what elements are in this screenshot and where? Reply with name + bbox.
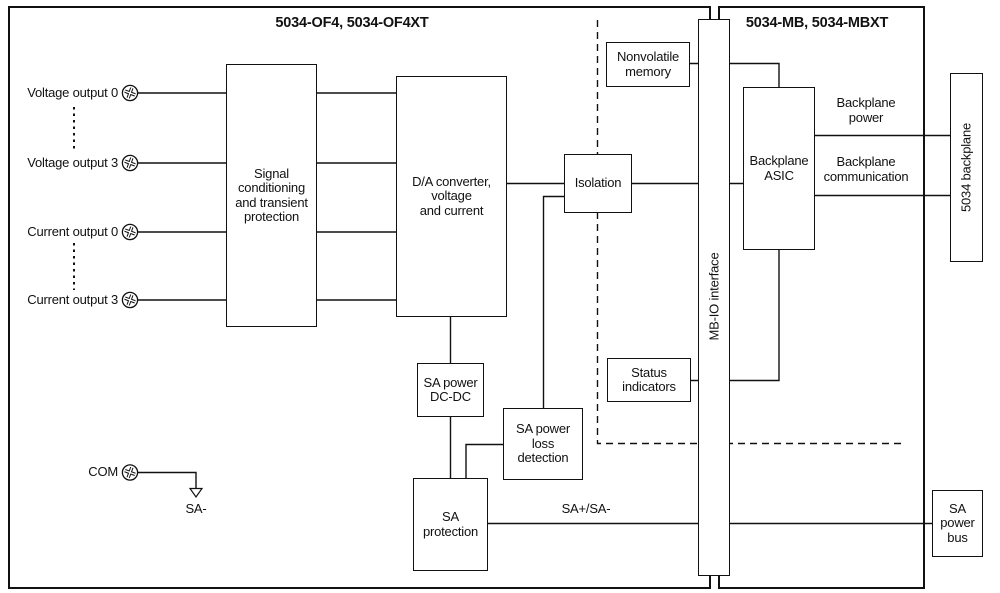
- right-module-title: 5034-MB, 5034-MBXT: [745, 15, 889, 31]
- status-indicators-block: Status indicators: [607, 358, 691, 402]
- sa-minus-triangle-icon: [188, 487, 204, 499]
- current-output-3-terminal-icon: [121, 291, 139, 309]
- terminal-label-voltage-output-0: Voltage output 0: [27, 85, 118, 100]
- com-terminal-icon: [121, 464, 139, 481]
- mb-io-interface-label: MB-IO interface: [706, 252, 722, 341]
- backplane-5034-block: [950, 73, 983, 262]
- sa-power-bus-block: SA power bus: [932, 490, 983, 557]
- isolation-block: Isolation: [564, 154, 632, 213]
- terminal-label-current-output-0: Current output 0: [27, 224, 118, 239]
- sa-protection-block: SA protection: [413, 478, 488, 571]
- terminal-label-com: COM: [88, 464, 118, 479]
- backplane-power-label: Backplane power: [836, 95, 896, 125]
- current-output-0-terminal-icon: [121, 223, 139, 241]
- sa-plus-minus-label: SA+/SA-: [561, 501, 611, 516]
- sa-power-dcdc-block: SA power DC-DC: [417, 363, 484, 417]
- voltage-output-0-terminal-icon: [121, 84, 139, 102]
- sa-minus-label: SA-: [185, 501, 207, 516]
- terminal-screw-icons: [121, 84, 139, 481]
- isolation-to-sa-loss-wire: [542, 195, 564, 408]
- sa-power-loss-detection-block: SA power loss detection: [503, 408, 583, 480]
- signal-conditioning-block: Signal conditioning and transient protec…: [226, 64, 317, 327]
- backplane-communication-label: Backplane communication: [823, 154, 909, 184]
- backplane-asic-block: Backplane ASIC: [743, 87, 815, 250]
- sa-loss-to-protection-wire: [465, 443, 503, 478]
- da-converter-block: D/A converter, voltage and current: [396, 76, 507, 317]
- nonvolatile-memory-block: Nonvolatile memory: [606, 42, 690, 87]
- com-wire: [138, 471, 197, 488]
- isolation-boundary-dashed-line: [596, 20, 903, 445]
- terminal-label-voltage-output-3: Voltage output 3: [27, 155, 118, 170]
- voltage-output-3-terminal-icon: [121, 154, 139, 172]
- backplane-5034-label: 5034 backplane: [958, 123, 974, 212]
- left-module-title: 5034-OF4, 5034-OF4XT: [275, 15, 429, 31]
- terminal-label-current-output-3: Current output 3: [27, 292, 118, 307]
- mb-io-interface-bar: [698, 19, 730, 576]
